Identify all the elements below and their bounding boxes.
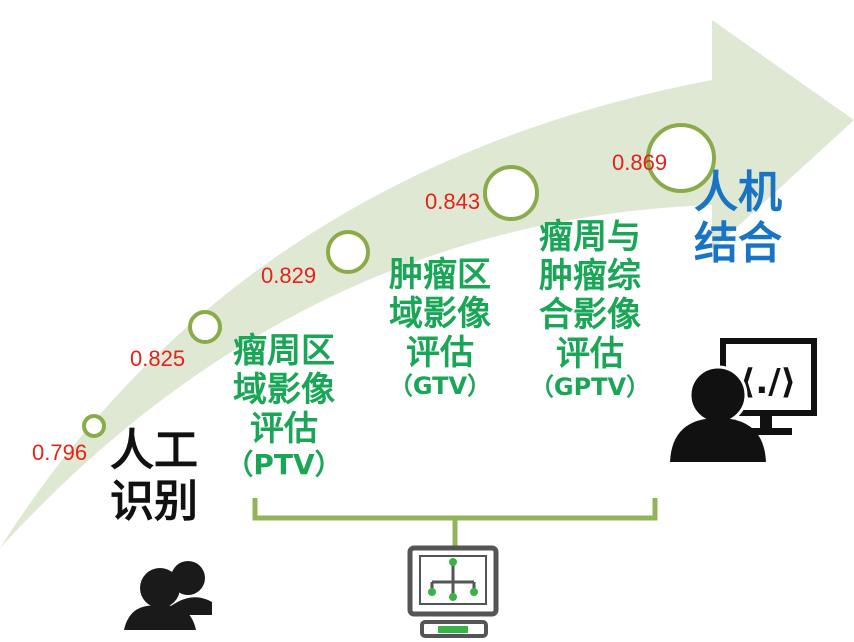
label-abbr: （PTV） <box>225 448 343 482</box>
score-4: 0.843 <box>425 189 481 214</box>
milestone-circle-4 <box>483 165 539 221</box>
label-line: 合影像 <box>539 295 641 336</box>
label-line: 瘤周与 <box>539 217 641 257</box>
label-line: 域影像 <box>389 294 491 335</box>
manual-recognition-label: 人工 识别 <box>104 425 204 527</box>
label-line: 评估 <box>250 409 318 450</box>
growth-arrow <box>0 20 854 548</box>
milestone-circle-1 <box>82 414 106 438</box>
label-abbr: （GTV） <box>388 372 492 401</box>
gtv-label: 肿瘤区 域影像 评估 （GTV） <box>378 255 502 401</box>
bracket <box>252 498 658 546</box>
milestone-circle-5 <box>646 123 716 193</box>
gptv-label: 瘤周与 肿瘤综 合影像 评估 （GPTV） <box>528 217 652 402</box>
label-line: 人工 <box>110 425 198 476</box>
score-3: 0.829 <box>261 263 317 288</box>
users-icon <box>124 561 212 630</box>
score-5: 0.869 <box>612 150 668 175</box>
label-line: 评估 <box>556 334 624 375</box>
label-line: 域影像 <box>233 370 335 411</box>
label-line: 评估 <box>406 333 474 374</box>
programmer-icon: ⟨./⟩ <box>670 338 817 462</box>
label-line: 瘤周区 <box>233 331 335 371</box>
milestone-circle-2 <box>188 310 222 344</box>
label-line: 肿瘤区 <box>389 255 491 295</box>
human-machine-label: 人机 结合 <box>686 167 790 269</box>
label-abbr: （GPTV） <box>529 373 651 402</box>
milestone-circle-3 <box>326 230 370 274</box>
score-1: 0.796 <box>32 440 88 465</box>
code-icon: ⟨./⟩ <box>740 362 796 402</box>
label-line: 人机 <box>694 167 782 218</box>
label-line: 结合 <box>694 217 782 269</box>
label-line: 肿瘤综 <box>539 256 641 297</box>
label-line: 识别 <box>110 475 198 527</box>
computer-network-icon <box>407 545 499 638</box>
score-2: 0.825 <box>130 346 186 371</box>
ptv-label: 瘤周区 域影像 评估 （PTV） <box>222 331 346 482</box>
